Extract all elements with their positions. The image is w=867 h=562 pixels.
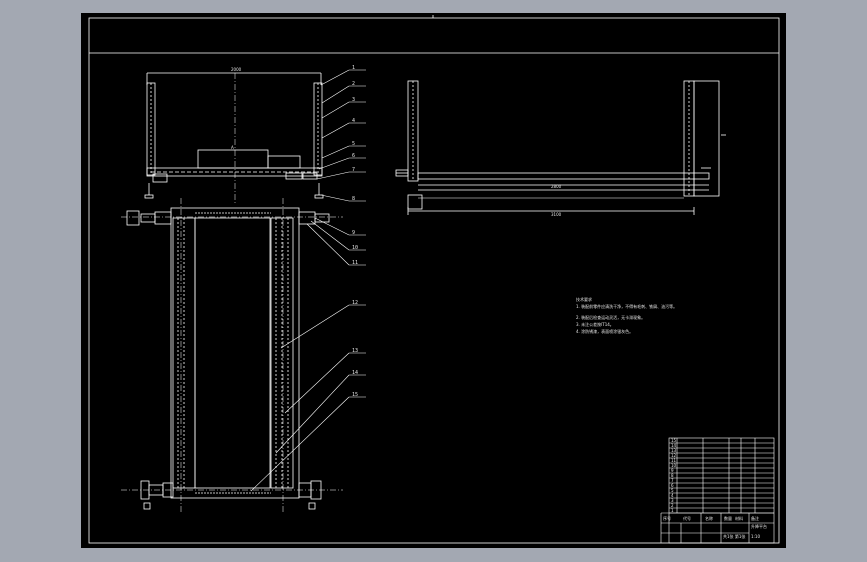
callout-14: 14 bbox=[352, 370, 358, 376]
svg-text:11: 11 bbox=[671, 458, 677, 463]
svg-text:6: 6 bbox=[671, 483, 674, 488]
dim-side-total: 3100 bbox=[551, 212, 562, 217]
svg-text:14: 14 bbox=[671, 443, 677, 448]
svg-text:序号: 序号 bbox=[663, 515, 671, 521]
svg-text:5: 5 bbox=[671, 488, 674, 493]
callout-3: 3 bbox=[352, 97, 355, 103]
callout-13: 13 bbox=[352, 348, 358, 354]
callout-12: 12 bbox=[352, 300, 358, 306]
svg-text:名称: 名称 bbox=[705, 515, 713, 521]
svg-text:12: 12 bbox=[671, 453, 677, 458]
callout-leaders bbox=[250, 69, 366, 492]
note-line-3: 3. 未注公差按IT14。 bbox=[576, 321, 614, 327]
callout-15: 15 bbox=[352, 392, 358, 398]
note-line-4: 4. 涂防锈漆，表面喷涂银灰色。 bbox=[576, 328, 633, 334]
svg-text:3: 3 bbox=[671, 498, 674, 503]
callout-2: 2 bbox=[352, 81, 355, 87]
cad-drawing: 1 2 3 4 5 6 7 8 9 10 11 12 13 14 15 2000… bbox=[88, 15, 780, 544]
svg-text:10: 10 bbox=[671, 463, 677, 468]
callout-numbers: 1 2 3 4 5 6 7 8 9 10 11 12 13 14 15 bbox=[352, 65, 358, 398]
sheet-note: 共1张 第1张 bbox=[723, 533, 745, 539]
scale: 1:10 bbox=[751, 534, 760, 539]
svg-text:材料: 材料 bbox=[735, 515, 743, 521]
callout-11: 11 bbox=[352, 260, 358, 266]
svg-text:9: 9 bbox=[671, 468, 674, 473]
svg-text:13: 13 bbox=[671, 448, 677, 453]
note-line-1: 1. 装配前零件应清洗干净，不得有毛刺、铁屑、油污等。 bbox=[576, 303, 677, 309]
notes-heading: 技术要求 bbox=[576, 296, 592, 302]
svg-text:15: 15 bbox=[671, 438, 677, 443]
dim-col-label: A bbox=[231, 145, 234, 150]
svg-text:7: 7 bbox=[671, 478, 674, 483]
callout-10: 10 bbox=[352, 245, 358, 251]
note-line-2: 2. 装配后检查运动灵活，无卡滞现象。 bbox=[576, 314, 645, 320]
svg-text:代号: 代号 bbox=[683, 515, 691, 521]
technical-notes: 技术要求 1. 装配前零件应清洗干净，不得有毛刺、铁屑、油污等。 2. 装配后检… bbox=[576, 296, 677, 334]
svg-text:数量: 数量 bbox=[724, 515, 732, 521]
svg-text:8: 8 bbox=[671, 473, 674, 478]
dim-top-width: 2000 bbox=[231, 67, 242, 72]
front-elevation-view bbox=[144, 72, 324, 203]
dim-side-span: 2800 bbox=[551, 184, 562, 189]
callout-1: 1 bbox=[352, 65, 355, 71]
callout-8: 8 bbox=[352, 196, 355, 202]
svg-text:2: 2 bbox=[671, 503, 674, 508]
svg-text:备注: 备注 bbox=[751, 515, 759, 521]
title-block bbox=[660, 437, 775, 544]
callout-5: 5 bbox=[352, 141, 355, 147]
plan-view bbox=[121, 198, 343, 513]
drawing-sheet: 1 2 3 4 5 6 7 8 9 10 11 12 13 14 15 2000… bbox=[81, 13, 786, 548]
callout-4: 4 bbox=[352, 118, 355, 124]
callout-6: 6 bbox=[352, 153, 355, 159]
side-elevation-view bbox=[395, 80, 726, 215]
callout-7: 7 bbox=[352, 167, 355, 173]
title-block-text: 15 14 13 12 11 10 9 8 7 6 5 4 3 2 1 序号 代… bbox=[663, 438, 767, 539]
drawing-frame bbox=[88, 17, 780, 544]
svg-text:1: 1 bbox=[671, 508, 674, 513]
svg-text:4: 4 bbox=[671, 493, 674, 498]
callout-9: 9 bbox=[352, 230, 355, 236]
drawing-title: 升降平台 bbox=[751, 523, 767, 529]
